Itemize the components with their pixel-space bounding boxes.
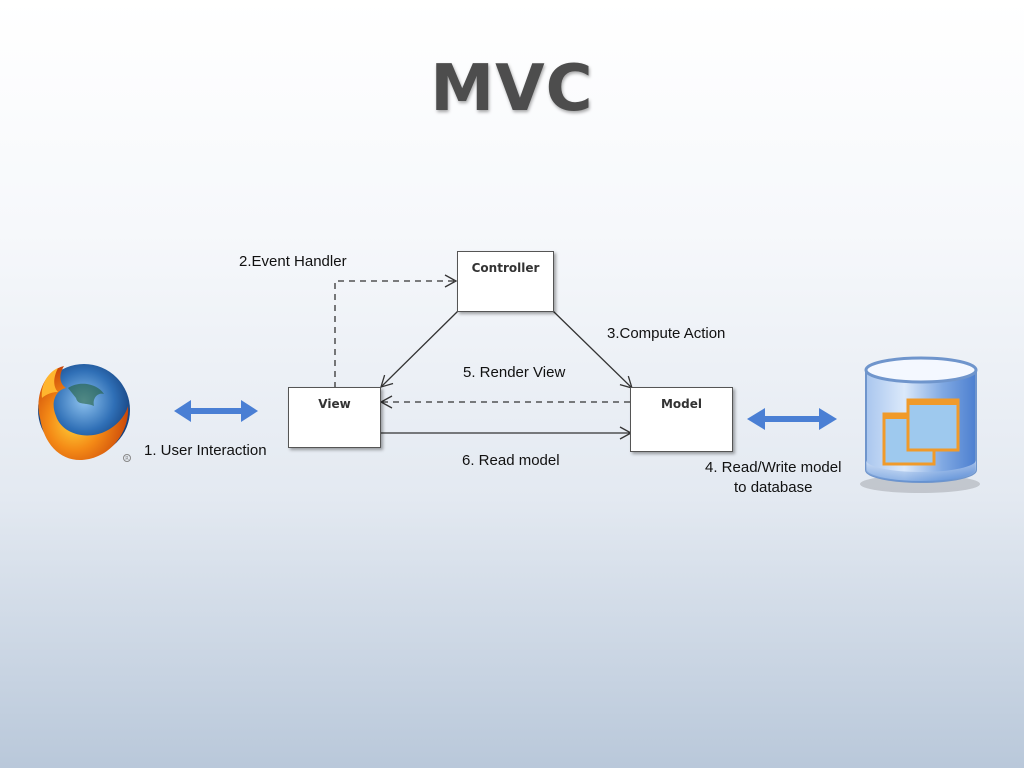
page-title: MVC — [430, 52, 594, 126]
read-model-label: 6. Read model — [462, 452, 560, 469]
view-label: View — [318, 397, 351, 411]
user-interaction-double-arrow — [174, 400, 258, 422]
controller-to-view-arrow — [380, 310, 459, 388]
svg-text:R: R — [125, 456, 129, 462]
compute-action-arrow — [552, 310, 633, 389]
user-interaction-label: 1. User Interaction — [144, 442, 267, 459]
firefox-logo-icon: R — [38, 364, 131, 462]
event-handler-arrow — [334, 274, 458, 388]
controller-label: Controller — [471, 261, 540, 275]
controller-box: Controller — [457, 251, 554, 312]
event-handler-label: 2.Event Handler — [239, 253, 347, 270]
read-write-double-arrow — [747, 408, 837, 430]
compute-action-label: 3.Compute Action — [607, 325, 726, 342]
read-write-label-line2: to database — [734, 479, 813, 496]
read-write-label-line1: 4. Read/Write model — [705, 459, 842, 476]
read-write-label: 4. Read/Write model to database — [705, 458, 841, 498]
model-box: Model — [630, 387, 733, 452]
render-view-label: 5. Render View — [463, 364, 566, 381]
view-box: View — [288, 387, 381, 448]
database-cylinder-icon — [860, 356, 980, 493]
model-label: Model — [660, 397, 703, 411]
